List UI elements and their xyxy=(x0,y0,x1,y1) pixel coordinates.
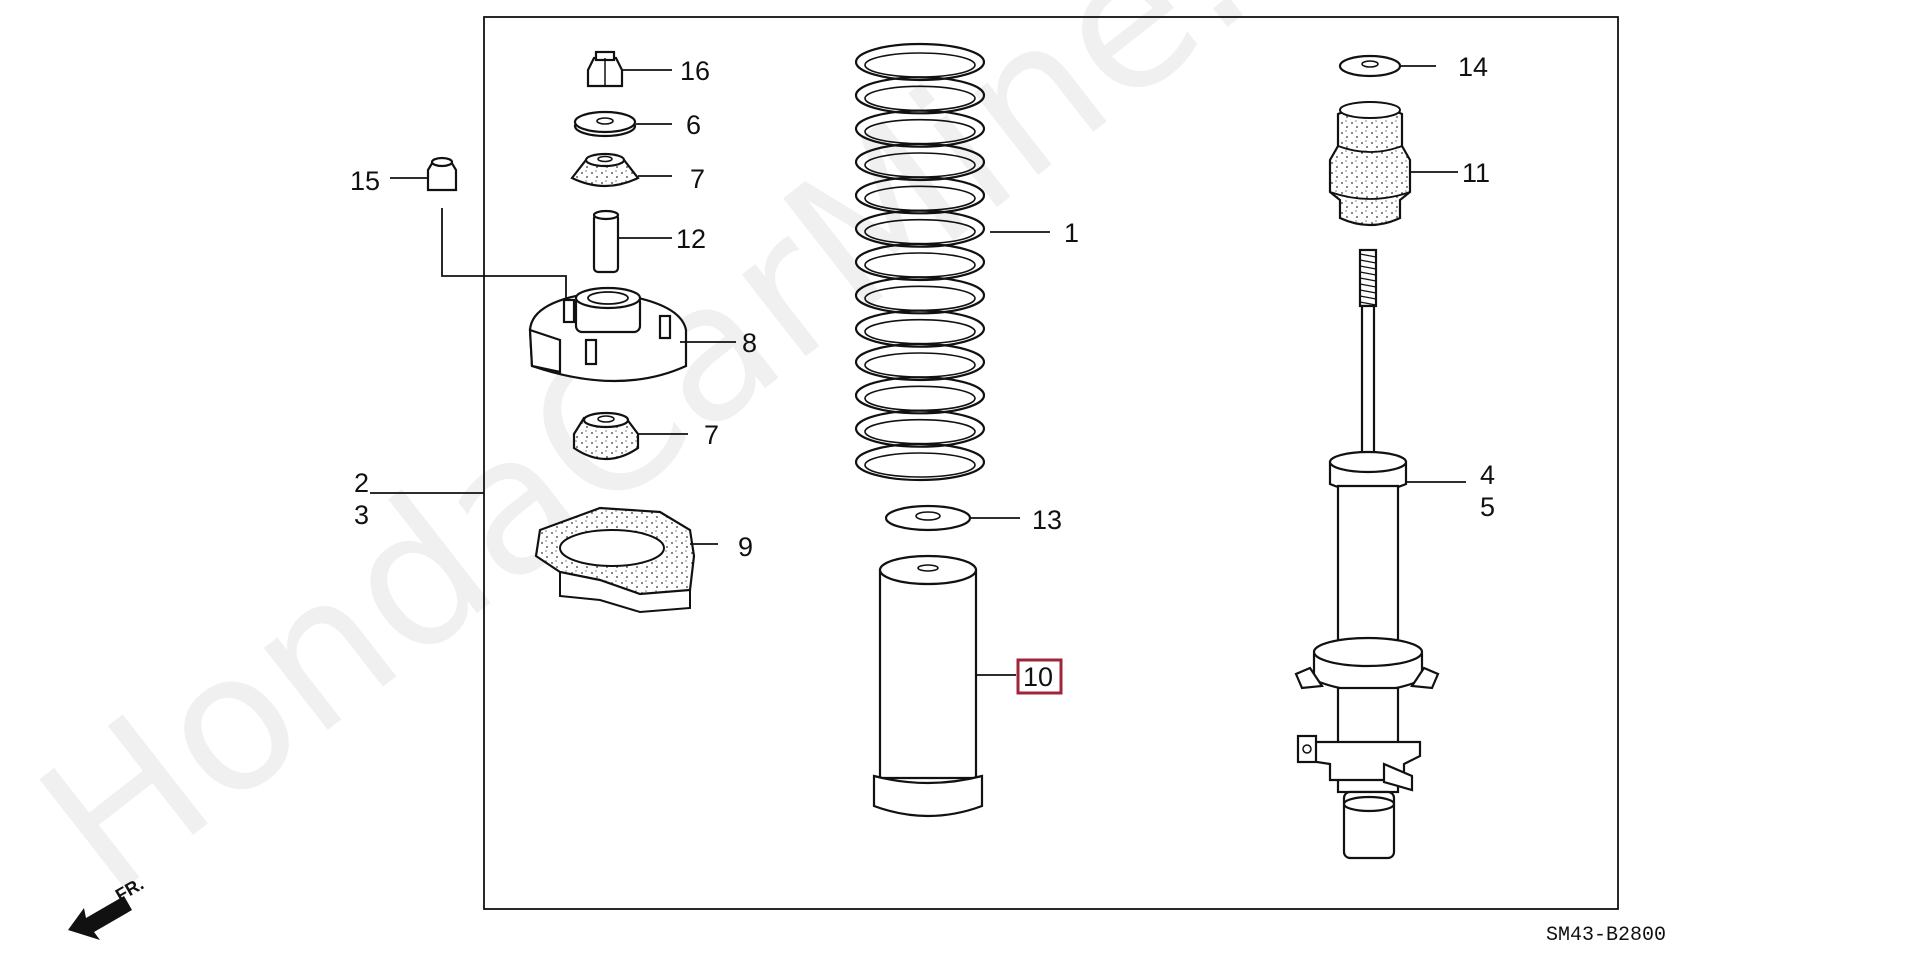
part-4-5-shock-absorber[interactable] xyxy=(1294,248,1440,860)
rod-thread xyxy=(1359,295,1377,300)
part-14-bump-stop-washer[interactable] xyxy=(1338,54,1402,78)
rod-thread xyxy=(1359,259,1377,264)
part-7-mount-rubber-upper[interactable] xyxy=(570,152,640,188)
diagram-code: SM43-B2800 xyxy=(1546,924,1666,947)
part-11-bump-stop[interactable] xyxy=(1328,101,1412,227)
assembly-frame xyxy=(483,16,1619,910)
callout-11: 11 xyxy=(1462,158,1490,188)
part-7-mount-rubber-lower[interactable] xyxy=(572,411,640,460)
rod-thread xyxy=(1359,283,1377,288)
rod-thread xyxy=(1359,253,1377,258)
callout-12: 12 xyxy=(676,224,706,254)
leader-lines xyxy=(370,65,1466,676)
rod-thread xyxy=(1359,277,1377,282)
part-1-front-spring[interactable] xyxy=(854,42,986,482)
part-12-mount-collar[interactable] xyxy=(592,209,620,274)
callout-15: 15 xyxy=(350,166,380,196)
spring-coil-inner xyxy=(864,385,976,412)
part-13-bump-stop-washer[interactable] xyxy=(884,504,972,532)
rod-thread xyxy=(1359,289,1377,294)
spring-coil-inner xyxy=(864,352,976,378)
callout-9: 9 xyxy=(738,532,753,562)
spring-coil-outer xyxy=(854,42,986,82)
spring-coil-outer xyxy=(854,142,986,182)
part-15-flange-nut[interactable] xyxy=(426,156,458,192)
callout-4: 4 xyxy=(1480,460,1495,490)
part-10-dust-cover[interactable] xyxy=(872,554,984,818)
part-8-shock-absorber-mounting-base[interactable] xyxy=(528,286,688,383)
watermark: HondaCarMine.ru xyxy=(2,0,1444,935)
callout-13: 13 xyxy=(1032,505,1062,535)
spring-coil-outer xyxy=(854,209,986,248)
part-9-spring-mounting-rubber[interactable] xyxy=(534,506,696,614)
rod-thread xyxy=(1359,301,1377,306)
part-6-washer[interactable] xyxy=(573,110,637,138)
rod-thread xyxy=(1359,265,1377,270)
spring-coil-outer xyxy=(854,176,986,215)
rod-thread xyxy=(1359,271,1377,276)
callout-14: 14 xyxy=(1458,52,1488,82)
callout-10-highlighted[interactable]: 10 xyxy=(1016,658,1063,695)
spring-coil-outer xyxy=(854,376,986,415)
spring-coil-inner xyxy=(864,418,976,445)
part-16-self-locking-nut[interactable] xyxy=(586,50,624,88)
spring-coil-outer xyxy=(854,342,986,382)
spring-coil-inner xyxy=(864,452,976,478)
callout-3: 3 xyxy=(354,500,369,530)
callout-16: 16 xyxy=(680,56,710,86)
callout-10: 10 xyxy=(1023,662,1053,692)
callout-5: 5 xyxy=(1480,492,1495,522)
spring-coil-outer xyxy=(854,109,986,148)
spring-coil-outer xyxy=(854,309,986,348)
callout-2: 2 xyxy=(354,468,369,498)
spring-coil-outer xyxy=(854,76,986,115)
spring-coil-outer xyxy=(854,442,986,482)
spring-coil-outer xyxy=(854,276,986,315)
spring-coil-outer xyxy=(854,409,986,448)
spring-coil-outer xyxy=(854,242,986,282)
callout-7-upper: 7 xyxy=(690,164,705,194)
callout-6: 6 xyxy=(686,110,701,140)
callout-1: 1 xyxy=(1064,218,1079,248)
callout-8: 8 xyxy=(742,328,757,358)
callout-7-lower: 7 xyxy=(704,420,719,450)
